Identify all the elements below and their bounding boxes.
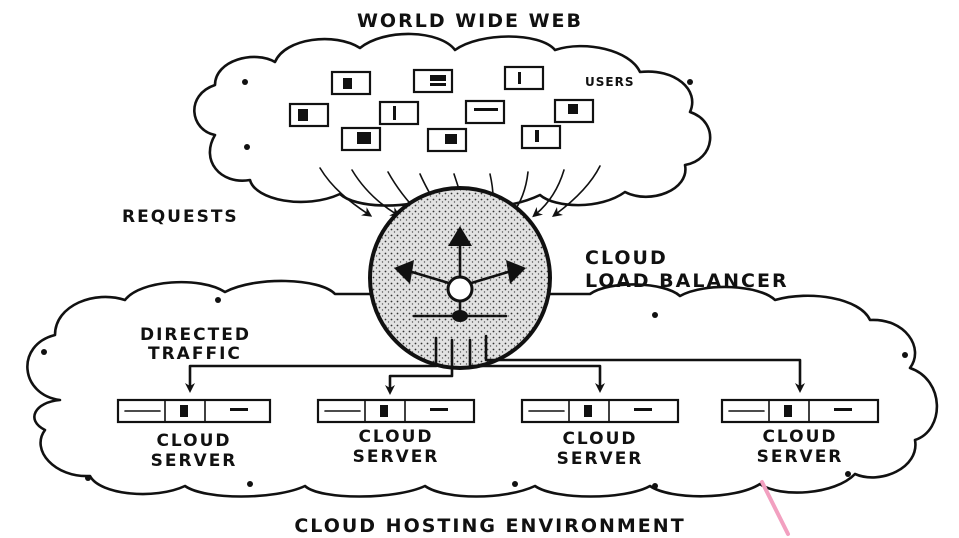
users-label: USERS [585, 75, 634, 89]
traffic-line [484, 334, 805, 393]
balancer-label-line2: LOAD BALANCER [585, 270, 789, 292]
directed-traffic-lines [185, 334, 805, 395]
request-arrow [552, 165, 601, 218]
request-arrow [319, 167, 373, 217]
traffic-line [468, 338, 605, 393]
directed-traffic-label-line2: TRAFFIC [148, 344, 242, 364]
user-terminal-icon [503, 65, 545, 91]
cloud-scallop-dot [687, 79, 693, 85]
cloud-scallop-dot [652, 312, 658, 318]
server-label-line2: SERVER [151, 451, 238, 471]
cloud-scallop-dot [652, 483, 658, 489]
hosting-cloud [26, 279, 939, 498]
cloud-scallop-dot [85, 475, 91, 481]
user-terminal-icon [330, 70, 372, 96]
server-label-line1: CLOUD [358, 427, 433, 447]
cloud-scallop-dot [242, 79, 248, 85]
user-terminal-icon [288, 102, 330, 128]
server-label-line2: SERVER [757, 447, 844, 467]
user-terminal-icon [553, 98, 595, 124]
cloud-server: CLOUD SERVER [316, 398, 476, 467]
traffic-line [385, 338, 454, 395]
watermark-mark [760, 480, 790, 536]
traffic-line [185, 336, 438, 393]
cloud-scallop-dot [41, 349, 47, 355]
cloud-scallop-dot [845, 471, 851, 477]
directed-traffic-label-line1: DIRECTED [140, 325, 251, 345]
server-label-line2: SERVER [353, 447, 440, 467]
cloud-server: CLOUD SERVER [116, 398, 272, 471]
cloud-scallop-dot [902, 352, 908, 358]
cloud-scallop-dot [244, 144, 250, 150]
server-label-line1: CLOUD [762, 427, 837, 447]
requests-label: REQUESTS [122, 207, 239, 227]
distribution-arrows-icon [394, 226, 526, 322]
server-label-line2: SERVER [557, 449, 644, 469]
hosting-environment-label: CLOUD HOSTING ENVIRONMENT [294, 515, 685, 537]
request-arrow [532, 169, 565, 218]
cloud-scallop-dot [512, 481, 518, 487]
server-label-line1: CLOUD [562, 429, 637, 449]
cloud-server: CLOUD SERVER [520, 398, 680, 469]
request-arrow [351, 169, 401, 217]
internet-cloud [193, 32, 712, 209]
world-wide-web-label: WORLD WIDE WEB [357, 10, 583, 32]
user-terminals [288, 65, 595, 153]
cloud-scallop-dot [247, 481, 253, 487]
cloud-scallop-dot [215, 297, 221, 303]
cloud-server: CLOUD SERVER [720, 398, 880, 467]
user-terminal-icon [340, 126, 382, 152]
load-balancer [368, 186, 552, 370]
user-terminal-icon [426, 127, 468, 153]
user-terminal-icon [520, 124, 562, 150]
balancer-label-line1: CLOUD [585, 247, 668, 269]
user-terminal-icon [412, 68, 454, 94]
user-terminal-icon [378, 100, 420, 126]
user-terminal-icon [464, 99, 506, 125]
server-label-line1: CLOUD [156, 431, 231, 451]
